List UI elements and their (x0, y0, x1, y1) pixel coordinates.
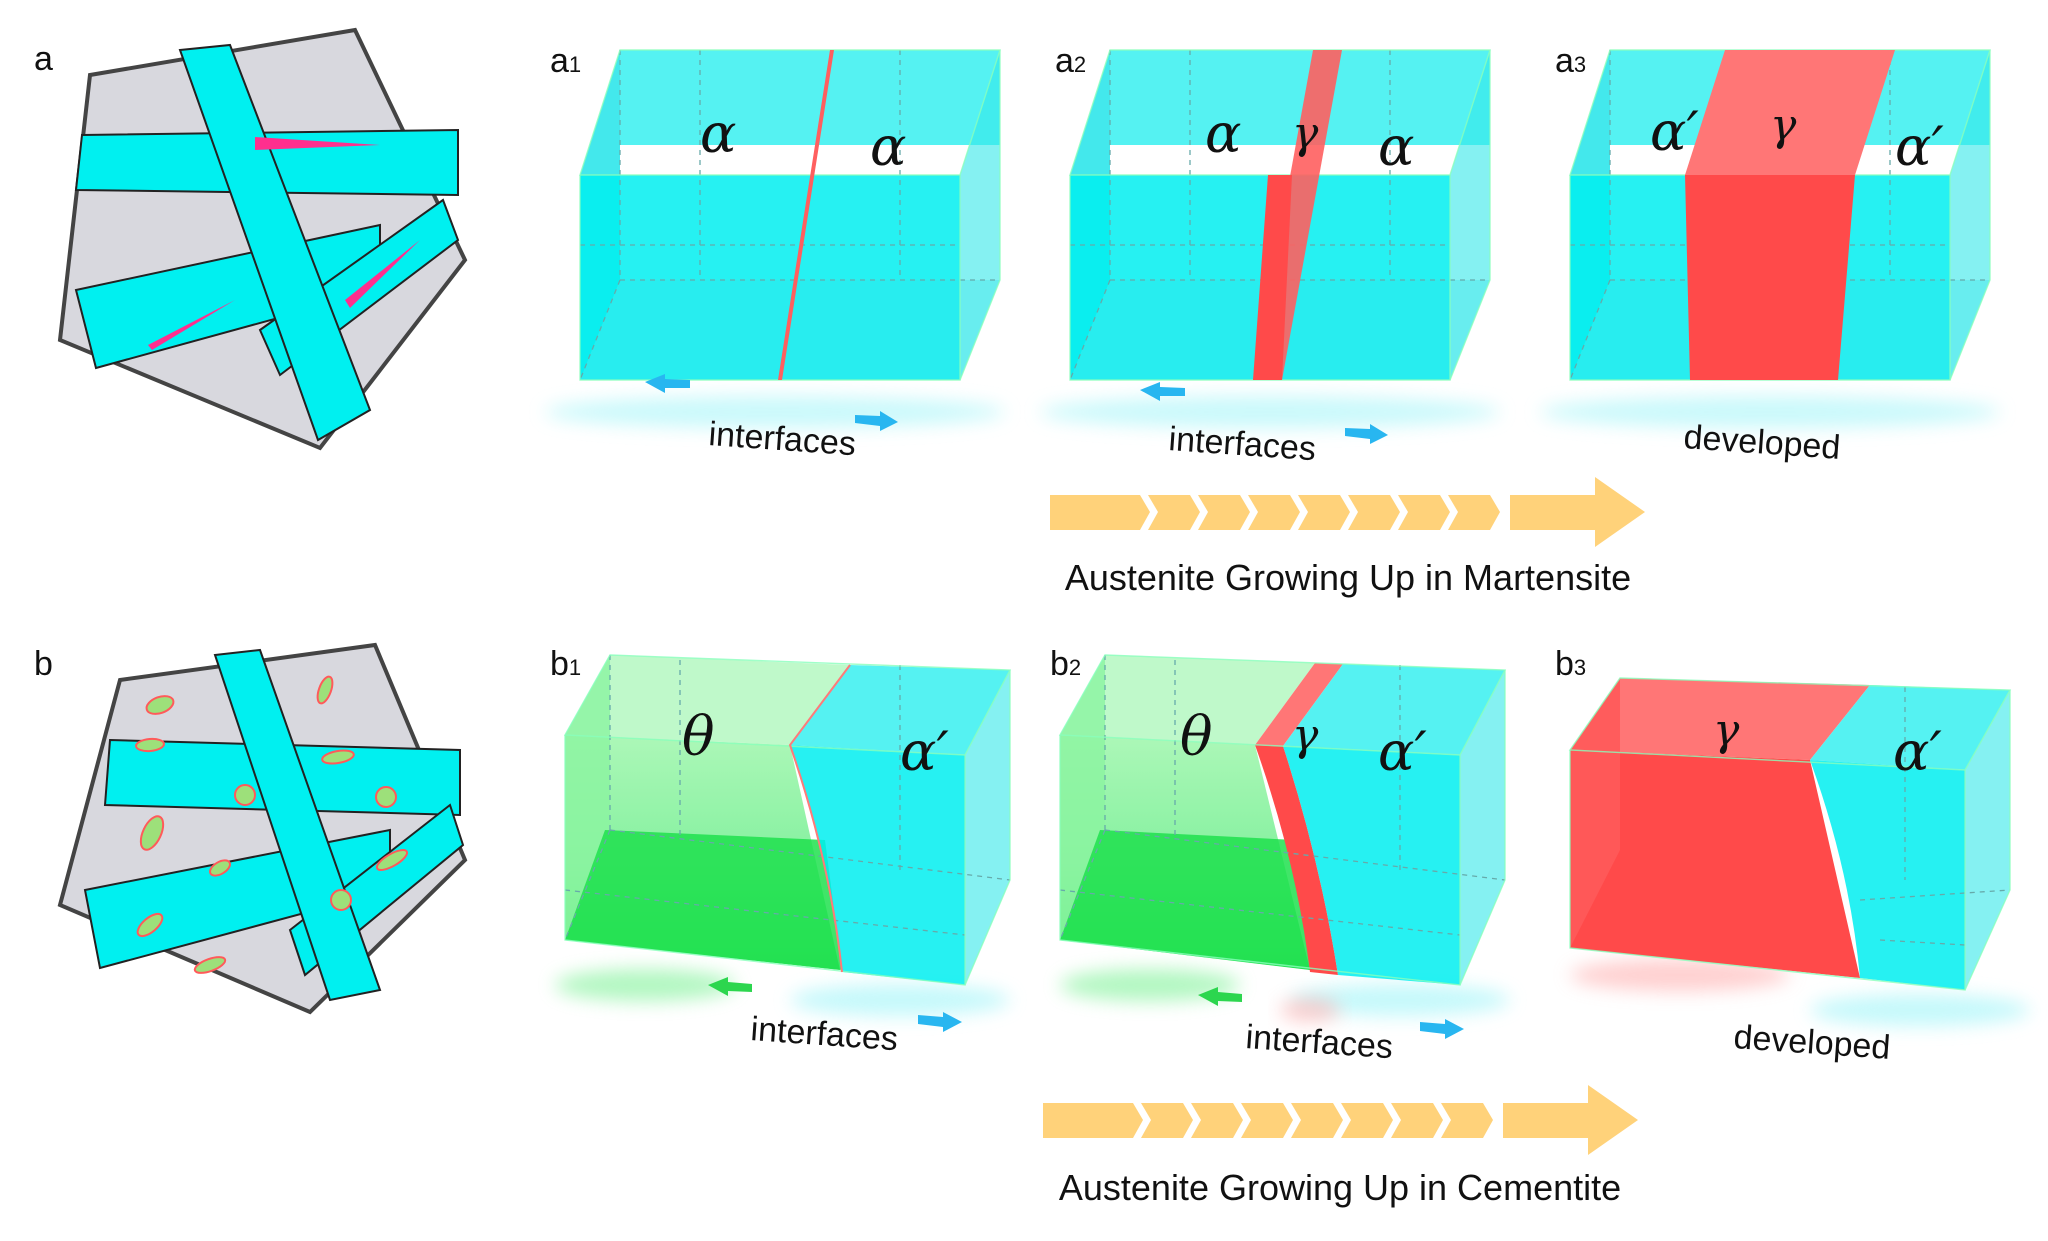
grain-b: b (34, 642, 468, 1015)
grain-a: a (34, 27, 468, 451)
interface-arrow-right-icon (855, 411, 898, 431)
interface-arrow-right-icon (1345, 424, 1388, 444)
phase-a3-left: α′ (1650, 100, 1699, 163)
caption-b1: interfaces (749, 1010, 899, 1058)
process-arrow-b: Austenite Growing Up in Cementite (1043, 1085, 1638, 1208)
process-title-a: Austenite Growing Up in Martensite (1065, 557, 1631, 598)
panel-label-b2: b (1050, 645, 1069, 683)
phase-b3-right: α′ (1893, 720, 1942, 783)
phase-a3-right: α′ (1895, 115, 1944, 178)
panel-label-b1: b (550, 645, 569, 683)
interface-arrow-right-icon (918, 1012, 962, 1032)
process-arrow-a: Austenite Growing Up in Martensite (1050, 477, 1645, 598)
svg-text:b2: b2 (1050, 645, 1081, 683)
phase-b3-left: γ (1713, 705, 1740, 756)
svg-text:a1: a1 (550, 42, 581, 80)
panel-a1: a1 α α interfaces (545, 42, 1005, 463)
caption-b3: developed (1732, 1018, 1891, 1067)
phase-b1-left: θ (682, 705, 715, 768)
panel-label-a: a (34, 40, 53, 78)
interface-arrow-left-icon (1198, 987, 1242, 1006)
phase-a3-mid: γ (1770, 100, 1797, 151)
interface-arrow-left-icon (645, 374, 690, 393)
panel-b1: b1 θ α′ interfaces (550, 645, 1012, 1058)
interface-arrow-left-icon (1140, 382, 1185, 401)
panel-label-b3: b (1555, 645, 1574, 683)
svg-text:b3: b3 (1555, 645, 1586, 683)
panel-label-a1: a (550, 42, 569, 80)
phase-b2-mid: γ (1292, 710, 1319, 761)
phase-a2-mid: γ (1292, 108, 1319, 159)
phase-b2-right: α′ (1378, 720, 1427, 783)
svg-text:b1: b1 (550, 645, 581, 683)
interface-arrow-right-icon (1420, 1019, 1464, 1039)
panel-b3: b3 γ α′ developed (1555, 645, 2030, 1067)
phase-a1-left: α (700, 102, 736, 165)
panel-a2: a2 α γ α interfaces (1040, 42, 1500, 468)
interface-arrow-left-icon (708, 977, 752, 996)
svg-text:a2: a2 (1055, 42, 1086, 80)
panel-label-b: b (34, 645, 53, 683)
phase-b2-left: θ (1180, 705, 1213, 768)
caption-b2: interfaces (1244, 1018, 1394, 1066)
phase-a2-right: α (1378, 115, 1414, 178)
phase-b1-right: α′ (900, 720, 949, 783)
panel-label-a2: a (1055, 42, 1074, 80)
panel-label-a3: a (1555, 42, 1574, 80)
panel-a3: a3 α′ γ α′ developed (1540, 42, 2000, 467)
process-title-b: Austenite Growing Up in Cementite (1059, 1167, 1621, 1208)
svg-text:a3: a3 (1555, 42, 1586, 80)
phase-a1-right: α (870, 115, 906, 178)
phase-a2-left: α (1205, 102, 1241, 165)
panel-b2: b2 θ γ α′ interfaces (1050, 645, 1510, 1066)
